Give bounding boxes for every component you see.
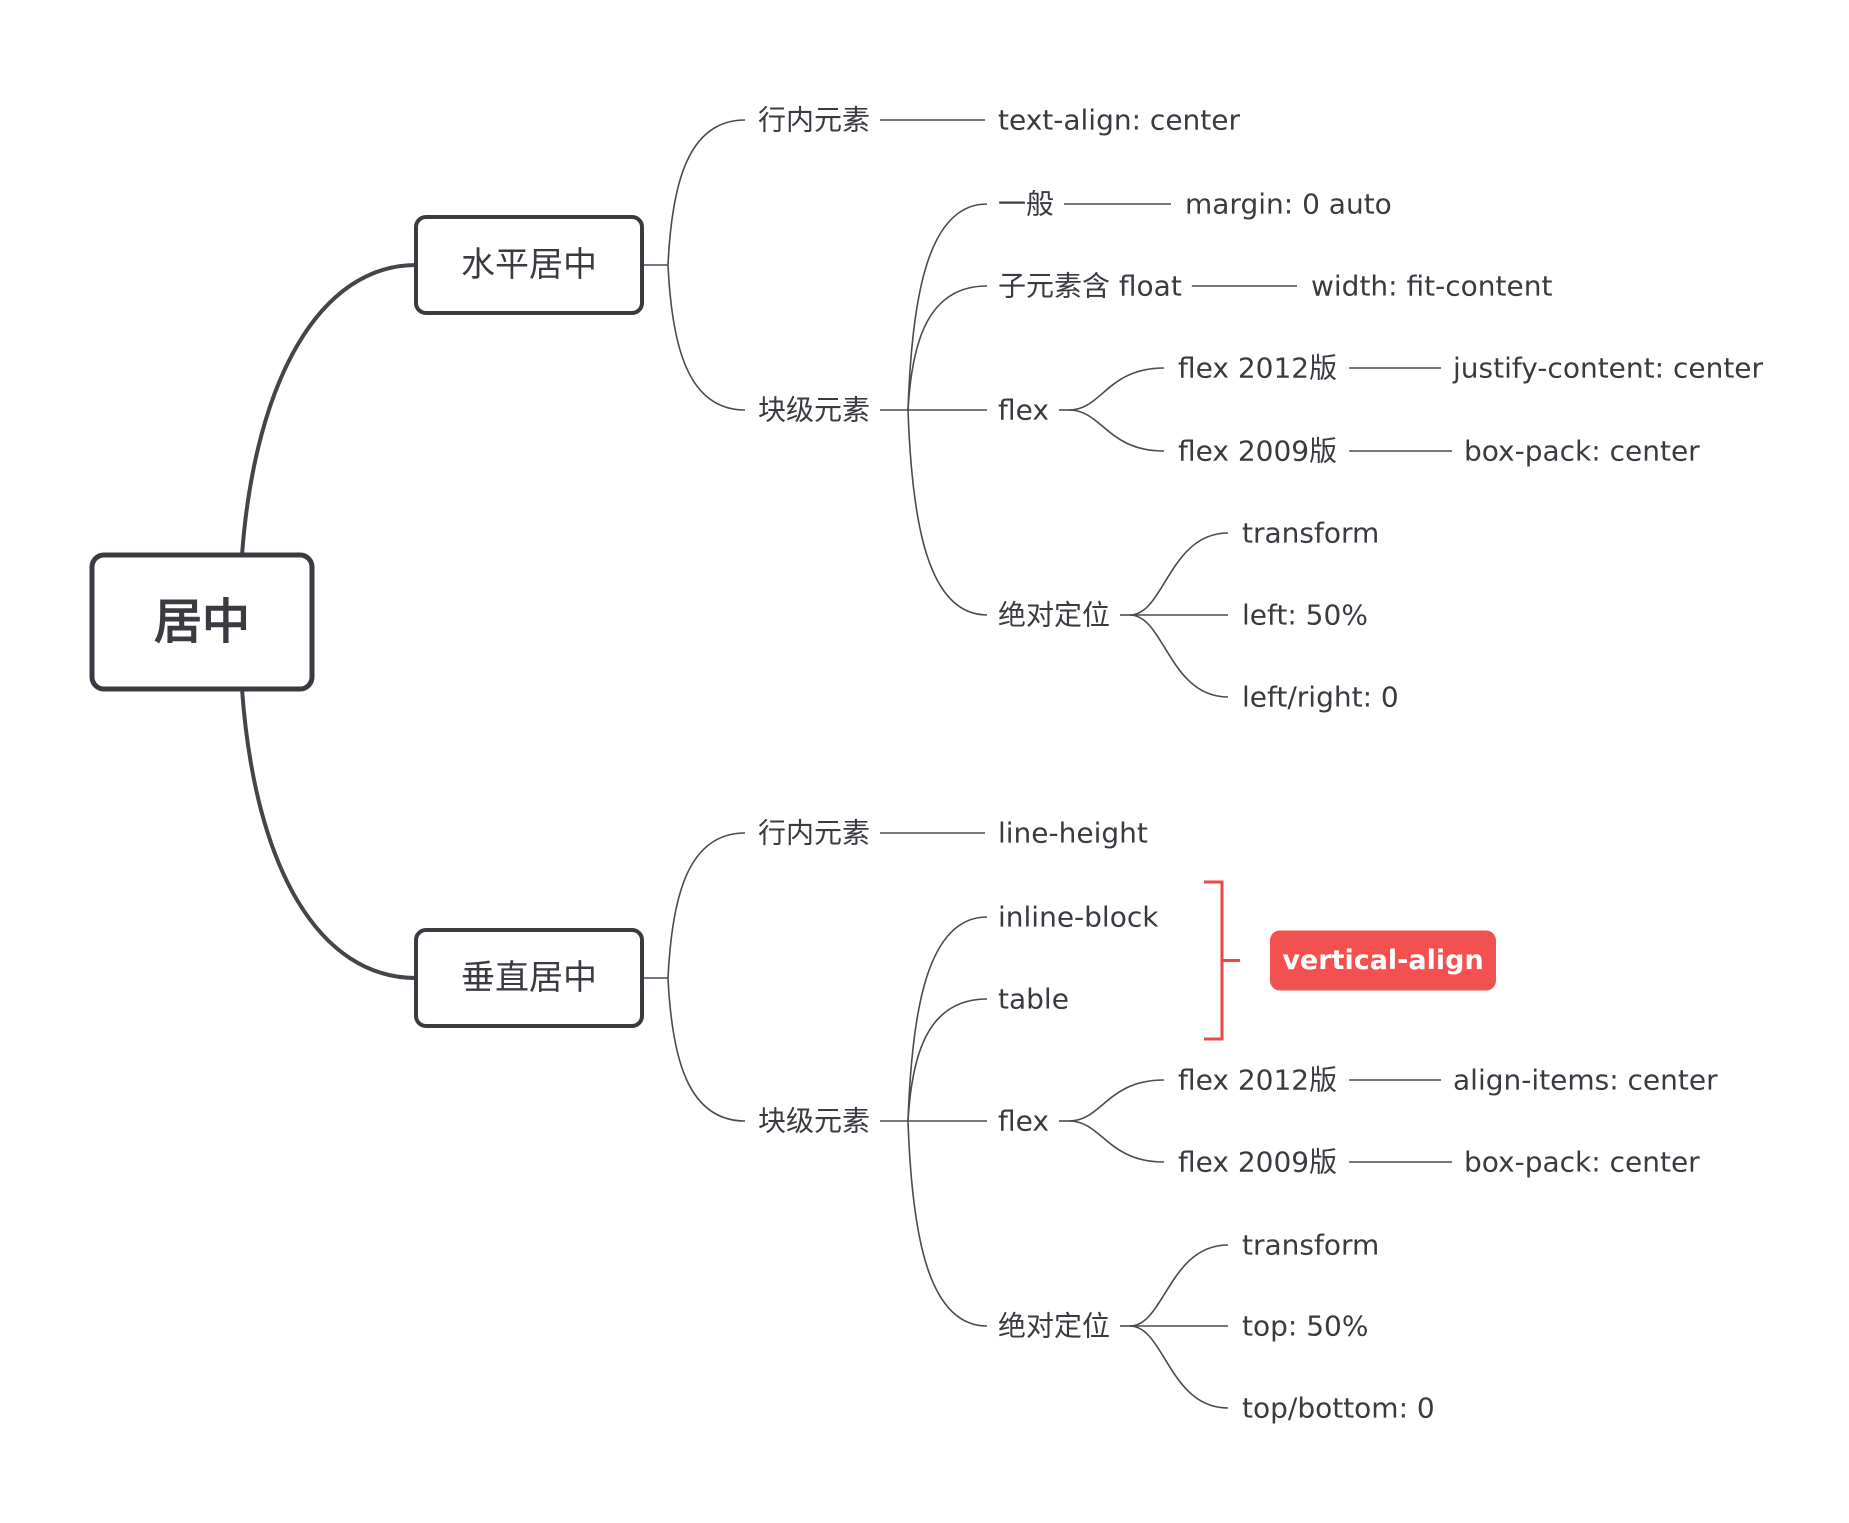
h-float-w-label: width: fit-content [1311, 270, 1552, 303]
h-branch-box [414, 215, 644, 315]
v-block-link [667, 977, 746, 1122]
v-flex-label: flex [998, 1105, 1049, 1138]
callout-bracket [1204, 880, 1224, 1041]
h-abs-label: 绝对定位 [998, 599, 1110, 632]
callout-label: vertical-align [1282, 945, 1483, 976]
v-abs-label: 绝对定位 [998, 1310, 1110, 1343]
h-flex09-v-label: box-pack: center [1464, 435, 1700, 468]
h-block-label: 块级元素 [758, 394, 870, 427]
v-abs-t-label: transform [1242, 1229, 1379, 1262]
v-flex12-link [1068, 1079, 1165, 1122]
h-inline-link [667, 119, 746, 266]
v-abs-t-link [1129, 1244, 1229, 1327]
h-inline-ta-label: text-align: center [998, 104, 1241, 137]
v-abs-tb-link [1129, 1325, 1229, 1409]
h-abs-t-label: transform [1242, 517, 1379, 550]
v-branch-label: 垂直居中 [461, 958, 597, 998]
callout-box [1270, 930, 1496, 991]
h-flex09-link [1068, 409, 1165, 452]
v-flex09-link [1068, 1120, 1165, 1163]
v-inline-lh-label: line-height [998, 817, 1148, 850]
connector-lines [240, 119, 1452, 1409]
h-general-link [907, 203, 988, 411]
h-float-link [907, 285, 988, 411]
root-to-v-link [240, 688, 417, 980]
v-flex12-v-label: align-items: center [1453, 1064, 1718, 1097]
h-general-m-label: margin: 0 auto [1185, 188, 1392, 221]
h-abs-lr-label: left/right: 0 [1242, 681, 1399, 714]
h-block-link [667, 264, 746, 411]
h-branch-label: 水平居中 [461, 245, 597, 285]
root-to-h-link [240, 263, 417, 556]
h-flex12-label: flex 2012版 [1178, 352, 1337, 385]
v-ib-link [907, 916, 988, 1122]
h-flex-label: flex [998, 394, 1049, 427]
v-abs-top-label: top: 50% [1242, 1310, 1368, 1343]
h-flex09-label: flex 2009版 [1178, 435, 1337, 468]
v-table-link [907, 998, 988, 1122]
h-float-label: 子元素含 float [998, 270, 1182, 303]
v-abs-tb-label: top/bottom: 0 [1242, 1392, 1435, 1425]
v-table-label: table [998, 983, 1069, 1016]
v-abs-link [907, 1120, 988, 1327]
v-ib-label: inline-block [998, 901, 1159, 934]
h-abs-link [907, 409, 988, 616]
h-inline-label: 行内元素 [758, 104, 870, 137]
v-flex09-v-label: box-pack: center [1464, 1146, 1700, 1179]
h-flex12-link [1068, 367, 1165, 411]
root-node-label: 居中 [154, 594, 250, 650]
v-inline-link [667, 832, 746, 979]
h-abs-lr-link [1129, 614, 1229, 698]
h-flex12-v-label: justify-content: center [1452, 352, 1764, 385]
v-inline-label: 行内元素 [758, 817, 870, 850]
h-abs-l-label: left: 50% [1242, 599, 1368, 632]
h-abs-t-link [1129, 532, 1229, 616]
h-general-label: 一般 [998, 188, 1054, 221]
v-flex12-label: flex 2012版 [1178, 1064, 1337, 1097]
mind-map-nodes: 绝对定位居中水平居中行内元素text-align: center块级元素一般ma… [89, 104, 1764, 1425]
v-branch-box [414, 928, 644, 1028]
v-flex09-label: flex 2009版 [1178, 1146, 1337, 1179]
root-node-box [89, 552, 315, 692]
v-block-label: 块级元素 [758, 1105, 870, 1138]
